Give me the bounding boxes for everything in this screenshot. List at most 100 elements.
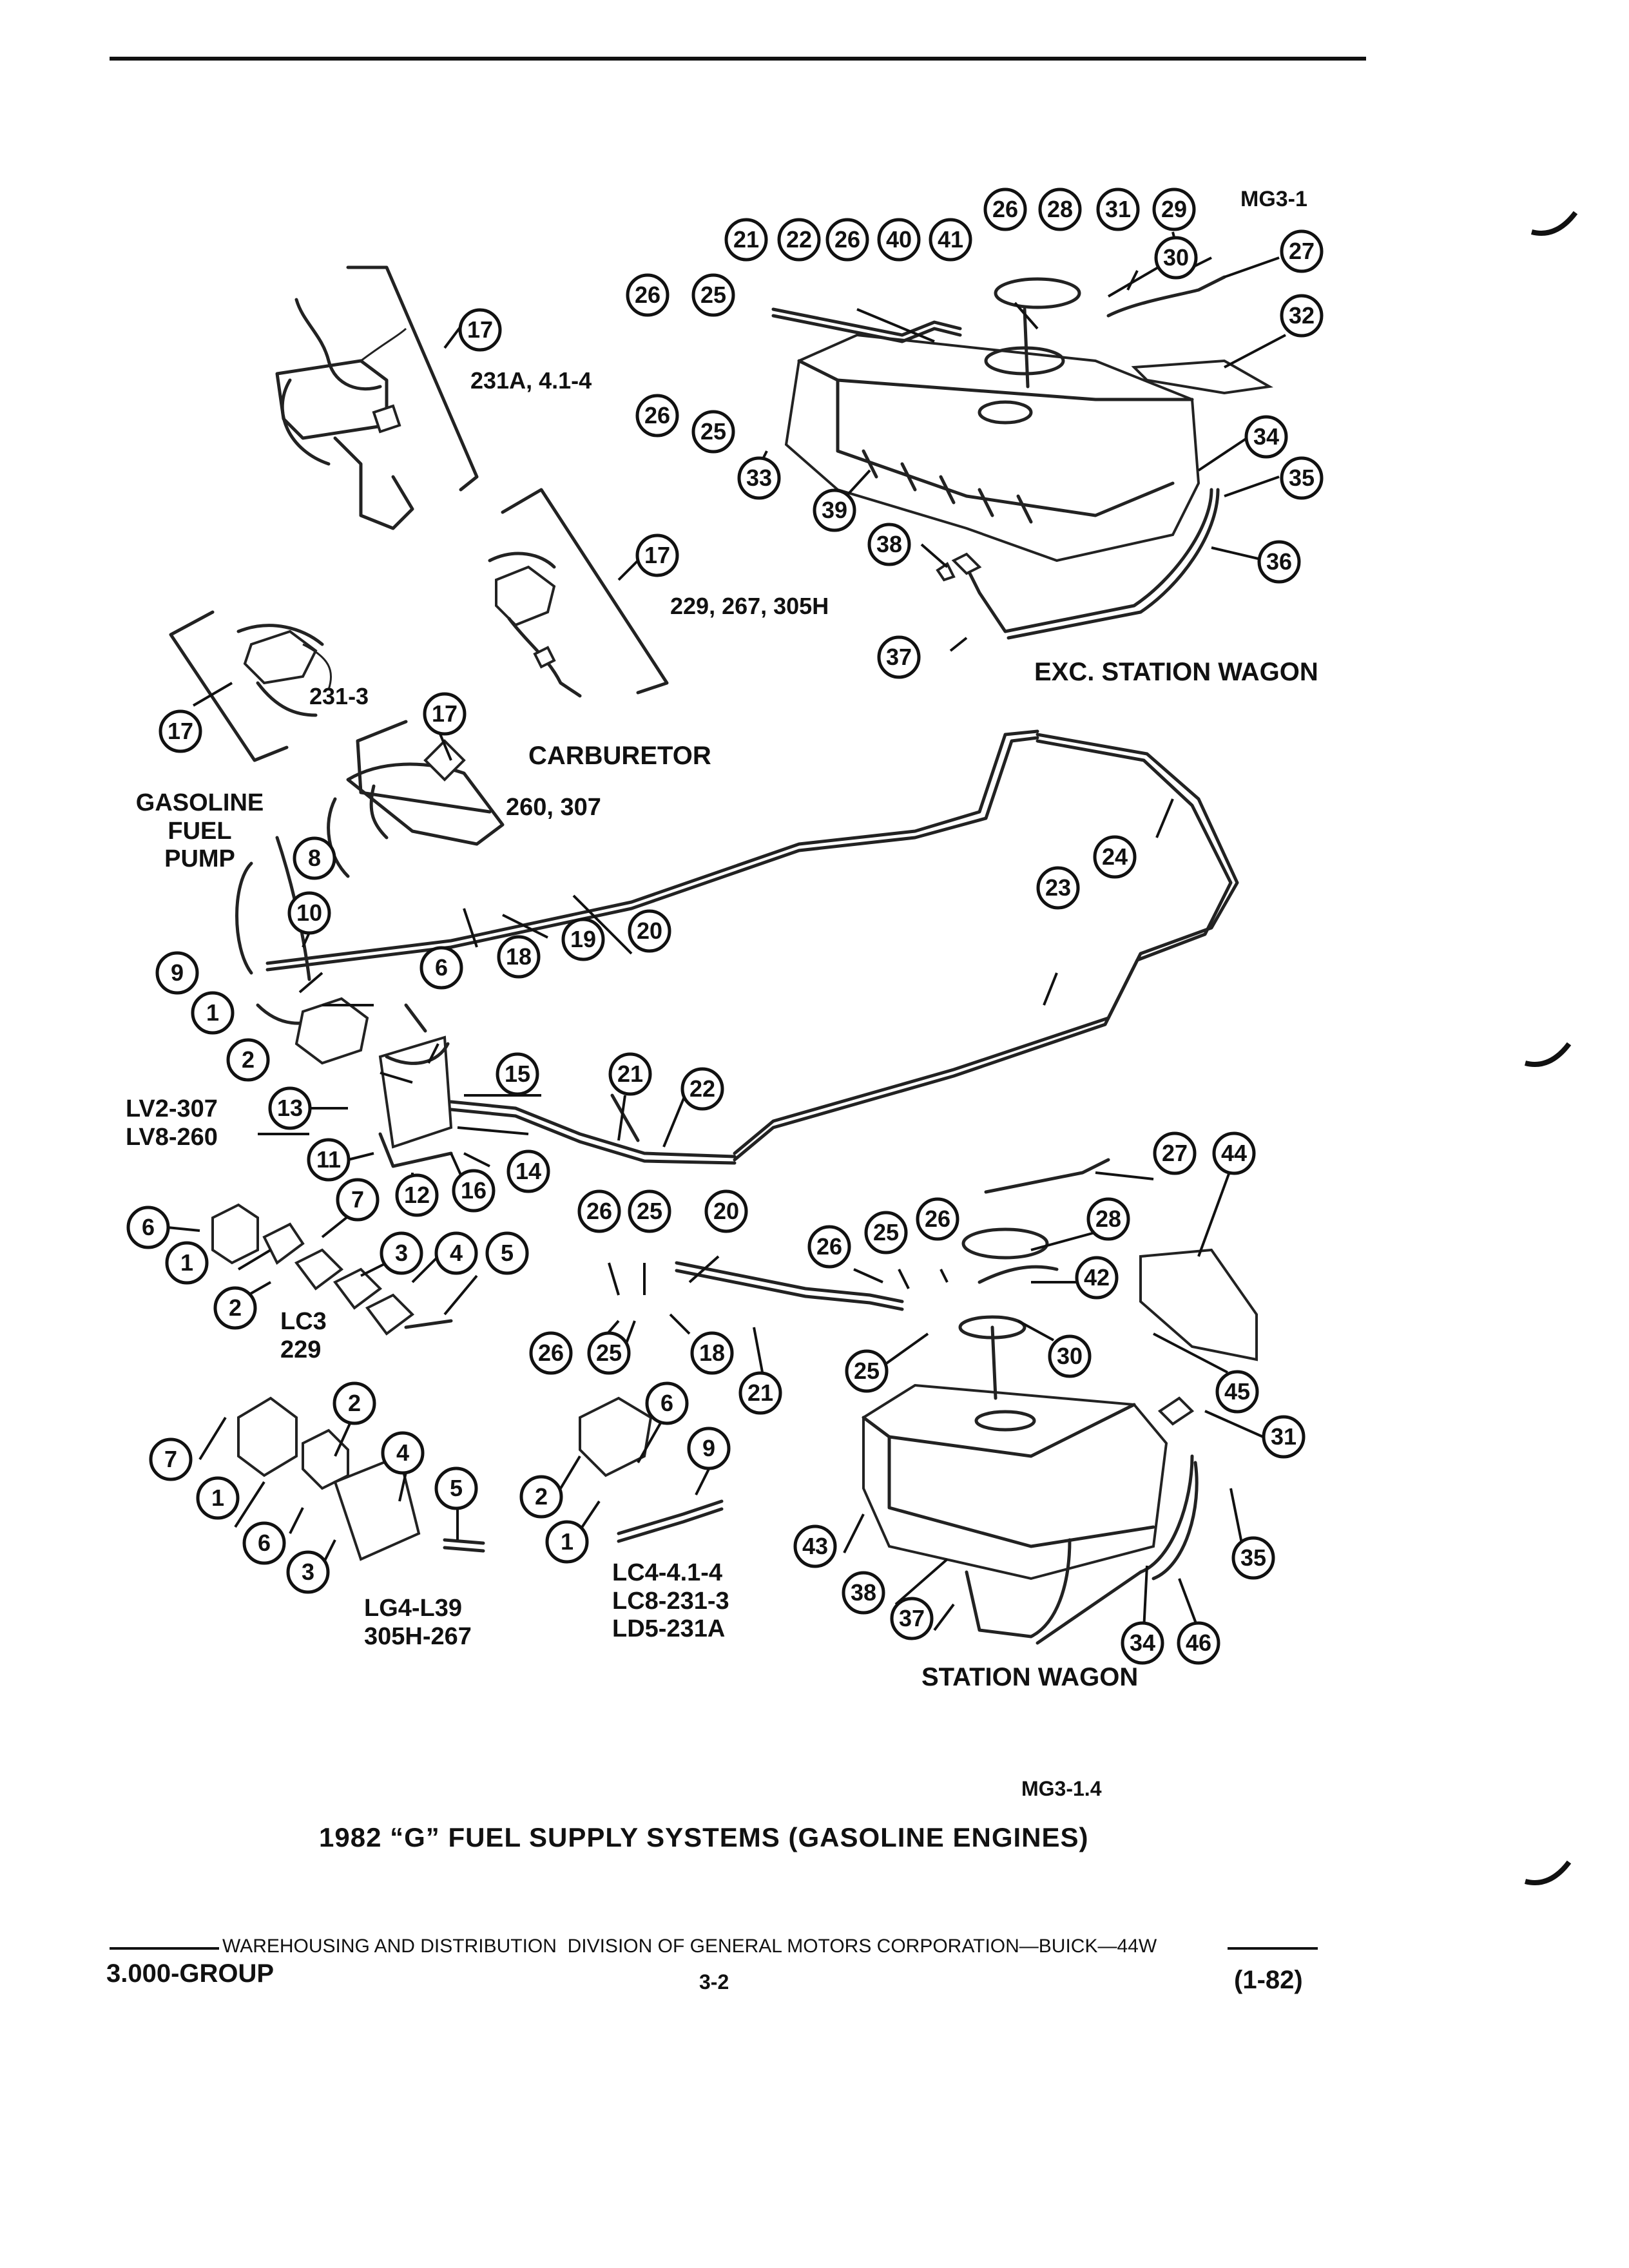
callout-30: 30 <box>1048 1334 1092 1378</box>
callout-35: 35 <box>1280 456 1324 500</box>
callout-9: 9 <box>687 1427 731 1470</box>
callout-number: 4 <box>450 1240 463 1266</box>
callout-number: 26 <box>925 1206 950 1232</box>
footer-rule-right <box>1228 1947 1318 1950</box>
callout-number: 39 <box>822 497 847 523</box>
callout-number: 42 <box>1084 1264 1110 1291</box>
callout-circle <box>1086 1197 1130 1241</box>
callout-circle <box>690 1331 734 1375</box>
callout-20: 20 <box>704 1189 748 1233</box>
callout-circle <box>1212 1131 1256 1175</box>
callout-number: 19 <box>570 926 596 952</box>
figure-title: 1982 “G” FUEL SUPPLY SYSTEMS (GASOLINE E… <box>319 1822 1089 1852</box>
callout-circle <box>395 1173 439 1217</box>
callout-circle <box>506 1149 550 1193</box>
bracket-carb <box>356 720 492 814</box>
callout-2: 2 <box>213 1286 257 1330</box>
callout-circle <box>485 1231 529 1275</box>
callout-circle <box>825 218 869 262</box>
callout-circle <box>519 1475 563 1519</box>
callout-number: 9 <box>171 959 184 986</box>
bracket-231a <box>346 265 479 492</box>
callout-circle <box>561 918 605 961</box>
callout-number: 32 <box>1289 302 1315 329</box>
callout-circle <box>645 1381 689 1425</box>
callout-number: 6 <box>435 954 448 981</box>
footer-org: WAREHOUSING AND DISTRIBUTION DIVISION OF… <box>222 1936 1157 1957</box>
callout-number: 22 <box>786 226 812 253</box>
callout-number: 18 <box>699 1340 725 1366</box>
label-exc-station-wagon: EXC. STATION WAGON <box>1034 658 1318 686</box>
binder-mark-1 <box>1530 211 1578 236</box>
callout-number: 15 <box>505 1061 530 1087</box>
callout-circle <box>680 1067 724 1111</box>
callout-circle <box>738 1371 782 1415</box>
bracket-2313 <box>169 610 289 762</box>
callout-27: 27 <box>1280 229 1324 273</box>
callout-circle <box>452 1169 496 1213</box>
callout-5: 5 <box>485 1231 529 1275</box>
callout-number: 20 <box>713 1198 739 1224</box>
callout-number: 35 <box>1240 1544 1266 1571</box>
callout-circle <box>336 1178 380 1222</box>
callout-circle <box>842 1571 885 1615</box>
callout-circle <box>1154 236 1198 280</box>
callout-number: 17 <box>467 316 493 343</box>
callout-number: 20 <box>637 918 662 944</box>
callout-number: 37 <box>899 1605 925 1631</box>
callout-circle <box>126 1206 170 1249</box>
callout-25: 25 <box>628 1189 671 1233</box>
binder-mark-3 <box>1524 1860 1572 1885</box>
callout-14: 14 <box>506 1149 550 1193</box>
callout-number: 26 <box>586 1198 612 1224</box>
callout-2: 2 <box>519 1475 563 1519</box>
callout-circle <box>497 935 541 979</box>
callout-23: 23 <box>1036 866 1080 910</box>
label-260-307: 260, 307 <box>506 794 601 821</box>
callout-37: 37 <box>877 635 921 679</box>
callout-circle <box>587 1331 631 1375</box>
callout-20: 20 <box>628 909 671 953</box>
callout-circle <box>242 1521 286 1565</box>
callout-21: 21 <box>608 1052 652 1096</box>
callout-circle <box>691 273 735 317</box>
callout-circle <box>419 946 463 990</box>
callout-6: 6 <box>645 1381 689 1425</box>
callout-number: 30 <box>1057 1343 1083 1369</box>
callout-17: 17 <box>423 692 467 736</box>
engine-sketch-231a <box>275 298 414 530</box>
callout-number: 43 <box>802 1533 828 1559</box>
callout-33: 33 <box>737 456 781 500</box>
footer-group: 3.000-GROUP <box>106 1959 275 1988</box>
callout-circle <box>191 991 235 1035</box>
callout-number: 25 <box>854 1358 880 1384</box>
callout-circle <box>1153 1131 1197 1175</box>
callout-13: 13 <box>268 1086 312 1130</box>
callout-28: 28 <box>1086 1197 1130 1241</box>
callout-circle <box>890 1597 934 1640</box>
callout-circle <box>307 1138 351 1182</box>
callout-circle <box>1096 187 1140 231</box>
callout-circle <box>423 692 467 736</box>
callout-circle <box>864 1211 908 1254</box>
callout-42: 42 <box>1075 1256 1119 1300</box>
callout-12: 12 <box>395 1173 439 1217</box>
callout-25: 25 <box>845 1349 889 1393</box>
callout-number: 34 <box>1130 1629 1155 1656</box>
callout-circle <box>867 523 911 566</box>
callout-number: 31 <box>1105 196 1131 222</box>
callout-number: 21 <box>747 1379 773 1406</box>
callout-circle <box>628 909 671 953</box>
callout-number: 25 <box>873 1219 899 1245</box>
callout-32: 32 <box>1280 294 1324 338</box>
callout-19: 19 <box>561 918 605 961</box>
callout-38: 38 <box>867 523 911 566</box>
callout-circle <box>458 308 502 352</box>
callout-7: 7 <box>149 1437 193 1481</box>
callout-circle <box>149 1437 193 1481</box>
callout-number: 4 <box>396 1439 409 1466</box>
callout-circle <box>155 951 199 995</box>
callout-26: 26 <box>529 1331 573 1375</box>
callout-number: 37 <box>886 644 912 670</box>
